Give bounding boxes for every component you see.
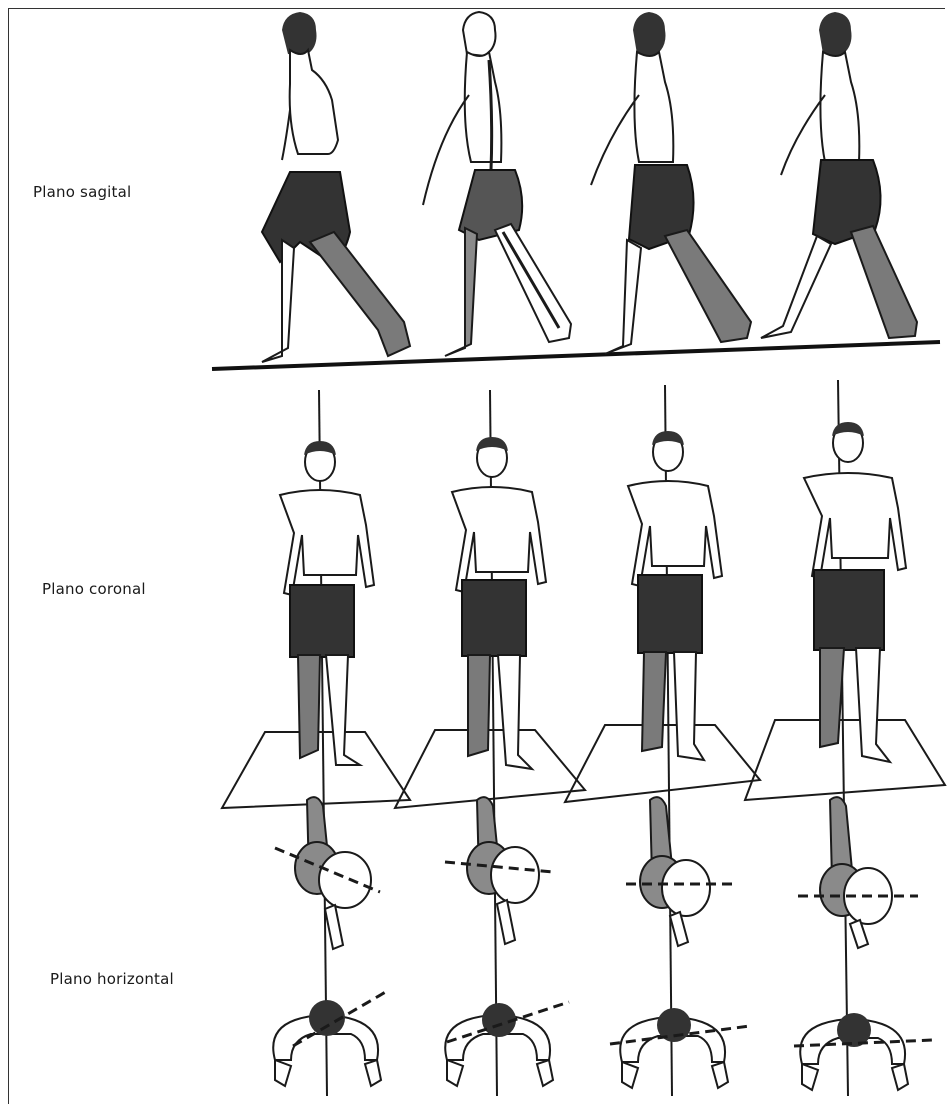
sagittal-figure-2-skeleton bbox=[423, 12, 571, 356]
shoulder-view-1 bbox=[273, 990, 389, 1086]
pelvis-view-3 bbox=[626, 797, 734, 946]
shoulder-view-4 bbox=[794, 1013, 932, 1090]
coronal-figure-3 bbox=[628, 431, 722, 760]
floor-plate-4 bbox=[745, 720, 945, 800]
coronal-figure-2 bbox=[452, 437, 546, 769]
sagittal-row bbox=[212, 12, 940, 369]
pelvis-view-2 bbox=[445, 797, 553, 944]
coronal-figure-4 bbox=[804, 422, 906, 762]
shoulder-views-row bbox=[273, 990, 932, 1090]
sagittal-figure-4 bbox=[761, 12, 917, 338]
shoulder-view-3 bbox=[610, 1008, 750, 1088]
shoulder-view-2 bbox=[445, 1002, 569, 1086]
sagittal-figure-3 bbox=[591, 12, 751, 354]
pelvis-views-row bbox=[275, 797, 918, 949]
ground-line bbox=[212, 342, 940, 369]
pelvis-view-1 bbox=[275, 797, 380, 949]
pelvis-view-4 bbox=[798, 797, 918, 948]
coronal-row bbox=[222, 380, 945, 1096]
floor-plate-2 bbox=[395, 730, 585, 808]
coronal-figure-1 bbox=[280, 441, 374, 765]
sagittal-figure-1 bbox=[262, 12, 410, 362]
